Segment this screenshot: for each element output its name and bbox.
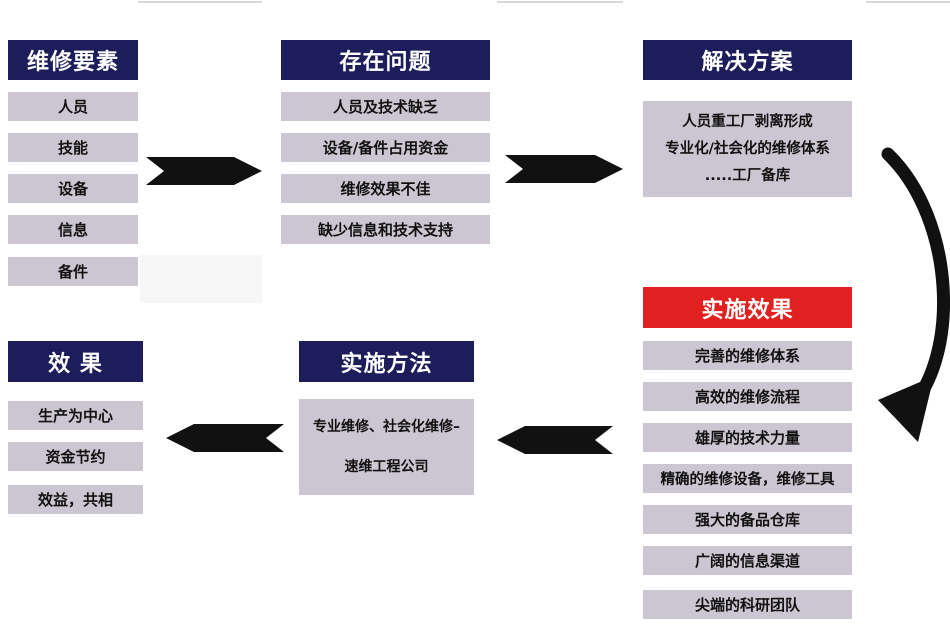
implementation-effects-item: 精确的维修设备，维修工具 [643, 464, 852, 493]
solution-line: .....工厂备库 [704, 167, 791, 184]
elements-item: 信息 [8, 215, 138, 244]
problems-header: 存在问题 [281, 40, 490, 80]
method-header: 实施方法 [299, 341, 474, 382]
left-arrow-1 [497, 426, 613, 454]
top-decor-line-1 [138, 1, 262, 3]
results-item: 效益，共相 [8, 485, 143, 514]
implementation-effects-item: 完善的维修体系 [643, 341, 852, 370]
top-decor-line-3 [866, 1, 950, 3]
problems-item: 设备/备件占用资金 [281, 133, 490, 162]
problems-item: 维修效果不佳 [281, 174, 490, 203]
problems-item: 缺少信息和技术支持 [281, 215, 490, 244]
solution-line: 专业化/社会化的维修体系 [665, 140, 830, 157]
solution-line: 人员重工厂剥离形成 [682, 113, 813, 130]
results-item: 生产为中心 [8, 401, 143, 430]
right-arrow-1 [146, 157, 262, 185]
curved-down-arrow [878, 147, 950, 442]
solution-header: 解决方案 [643, 40, 852, 80]
ghost-panel [140, 255, 262, 303]
top-decor-line-2 [497, 1, 623, 3]
elements-item: 设备 [8, 174, 138, 203]
implementation-effects-item: 雄厚的技术力量 [643, 423, 852, 452]
solution-box: 人员重工厂剥离形成 专业化/社会化的维修体系 .....工厂备库 [643, 101, 852, 197]
left-arrow-2 [166, 424, 284, 452]
implementation-effects-header: 实施效果 [643, 287, 852, 328]
problems-item: 人员及技术缺乏 [281, 92, 490, 121]
implementation-effects-item: 尖端的科研团队 [643, 590, 852, 619]
results-item: 资金节约 [8, 442, 143, 471]
method-box: 专业维修、社会化维修– 速维工程公司 [299, 399, 474, 495]
method-line: 专业维修、社会化维修– [313, 419, 460, 435]
elements-item: 备件 [8, 257, 138, 286]
method-line: 速维工程公司 [344, 459, 429, 475]
elements-item: 人员 [8, 92, 138, 121]
implementation-effects-item: 高效的维修流程 [643, 382, 852, 411]
implementation-effects-item: 强大的备品仓库 [643, 505, 852, 534]
elements-item: 技能 [8, 133, 138, 162]
implementation-effects-item: 广阔的信息渠道 [643, 546, 852, 575]
elements-header: 维修要素 [8, 40, 138, 80]
right-arrow-2 [505, 155, 623, 183]
results-header: 效 果 [8, 341, 143, 382]
